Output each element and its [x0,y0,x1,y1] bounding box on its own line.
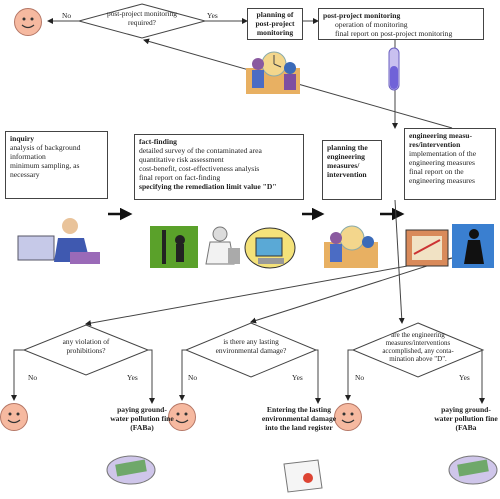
planning-illustration [244,46,302,98]
planning-engineering-box: planning the engineering measures/ inter… [322,140,382,200]
document-seal-illustration [280,458,324,494]
smiley-face-icon [168,403,196,431]
computer-illustration [244,226,296,270]
inquiry-title: inquiry [10,134,35,143]
decision-no-label: No [28,373,38,382]
fact-finding-item: detailed survey of the contaminated area [139,145,262,155]
monitoring-box: post-project monitoring operation of mon… [318,8,484,40]
planning-engineering-illustration [322,222,380,272]
monitoring-decision-diamond [77,3,207,39]
decision-no-label: No [188,373,198,382]
fact-finding-item: final report on fact-finding [139,172,221,182]
planning-monitoring-box: planning of post-project monitoring [247,8,303,40]
drilling-illustration [150,226,198,268]
fact-finding-item: quantitative risk assessment [139,154,224,164]
fact-finding-title: fact-finding [139,137,177,146]
money-illustration [448,452,498,486]
fine-outcome-text: paying ground- water pollution fine (FAB… [110,405,174,432]
engineering-title: engineering measu- res/intervention [409,131,473,149]
accomplished-decision-text: are the engineering measures/interventio… [382,331,454,364]
decision-yes-label: Yes [127,373,138,382]
decision-no-label: No [355,373,365,382]
remediation-limit-line: specifying the remediation limit value "… [139,181,277,191]
monitoring-item: operation of monitoring [335,19,408,29]
accomplished-decision-diamond [351,322,485,378]
monitoring-item: final report on post-project monitoring [335,28,453,38]
money-illustration [106,452,156,486]
smiley-face-icon [334,403,362,431]
inquiry-item: analysis of background information [10,142,81,161]
fine-outcome-text: paying ground- water pollution fine (FAB… [434,405,498,432]
damage-decision-diamond [184,322,318,378]
monitoring-title: post-project monitoring [323,11,401,20]
decision-yes-label: Yes [292,373,303,382]
damage-decision-text: is there any lasting environmental damag… [215,337,287,355]
engineering-box: engineering measu- res/intervention impl… [404,128,496,200]
inquiry-item: minimum sampling, as necessary [10,160,80,179]
monitoring-decision-text: post-project monitoring required? [107,9,177,27]
top-yes-label: Yes [207,11,218,20]
test-tube-illustration [385,46,403,96]
smiley-face-icon [14,8,42,36]
violation-decision-diamond [22,324,150,376]
decision-yes-label: Yes [459,373,470,382]
violation-decision-text: any violation of prohibitions? [62,337,110,355]
fact-finding-box: fact-finding detailed survey of the cont… [134,134,304,200]
laboratory-illustration [200,224,242,268]
engineering-illustration [404,226,450,268]
smiley-face-icon [0,403,28,431]
fact-finding-item: cost-benefit, cost-effectiveness analysi… [139,163,260,173]
inquiry-illustration [14,212,104,272]
land-register-outcome-text: Entering the lasting environmental damag… [261,405,337,432]
engineering-item: final report on the engineering measures [409,166,475,185]
engineering-item: implementation of the engineering measur… [409,148,477,167]
top-no-label: No [62,11,72,20]
inquiry-box: inquiry analysis of background informati… [5,131,108,199]
worker-illustration [452,224,494,268]
